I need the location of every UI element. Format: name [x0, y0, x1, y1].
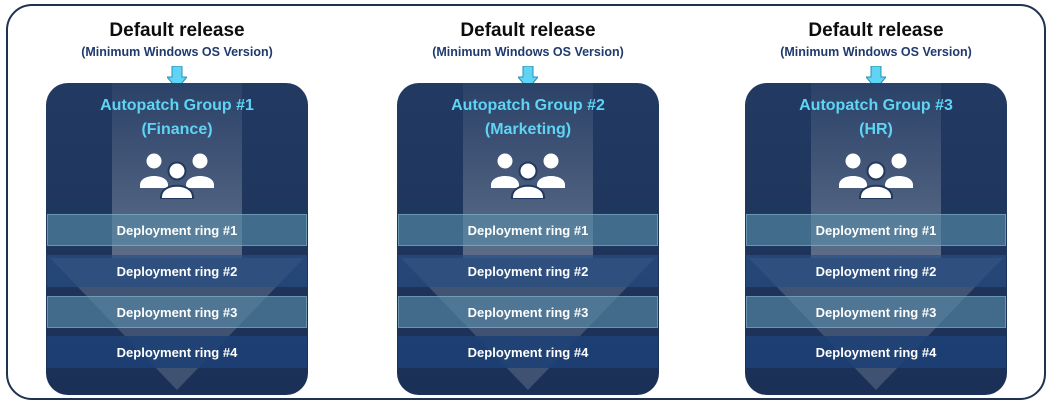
group-name: Autopatch Group #3: [799, 97, 953, 114]
column-group-3: Default release (Minimum Windows OS Vers…: [711, 0, 1041, 408]
deployment-ring-3: Deployment ring #3: [746, 296, 1006, 328]
deployment-ring-2: Deployment ring #2: [47, 255, 307, 287]
autopatch-group-panel: Autopatch Group #3 (HR) Deployment ring …: [745, 83, 1007, 395]
deployment-ring-4: Deployment ring #4: [47, 336, 307, 368]
deployment-ring-1: Deployment ring #1: [398, 214, 658, 246]
column-group-1: Default release (Minimum Windows OS Vers…: [12, 0, 342, 408]
group-name: Autopatch Group #2: [451, 97, 605, 114]
deployment-ring-2: Deployment ring #2: [746, 255, 1006, 287]
deployment-ring-3: Deployment ring #3: [47, 296, 307, 328]
group-department: (Finance): [141, 121, 213, 138]
people-group-icon: [839, 153, 913, 199]
people-group-icon: [491, 153, 565, 199]
deployment-ring-4: Deployment ring #4: [398, 336, 658, 368]
release-title: Default release: [460, 20, 596, 41]
group-name: Autopatch Group #1: [100, 97, 254, 114]
autopatch-group-panel: Autopatch Group #2 (Marketing) Deploymen…: [397, 83, 659, 395]
group-department: (Marketing): [484, 121, 572, 138]
release-subtitle: (Minimum Windows OS Version): [432, 45, 624, 59]
deployment-ring-1: Deployment ring #1: [746, 214, 1006, 246]
release-subtitle: (Minimum Windows OS Version): [780, 45, 972, 59]
deployment-ring-3: Deployment ring #3: [398, 296, 658, 328]
release-title: Default release: [808, 20, 944, 41]
people-group-icon: [140, 153, 214, 199]
column-group-2: Default release (Minimum Windows OS Vers…: [363, 0, 693, 408]
release-title: Default release: [109, 20, 245, 41]
deployment-ring-4: Deployment ring #4: [746, 336, 1006, 368]
deployment-ring-2: Deployment ring #2: [398, 255, 658, 287]
deployment-ring-1: Deployment ring #1: [47, 214, 307, 246]
group-department: (HR): [859, 121, 893, 138]
autopatch-group-panel: Autopatch Group #1 (Finance) Deployment …: [46, 83, 308, 395]
release-subtitle: (Minimum Windows OS Version): [81, 45, 273, 59]
